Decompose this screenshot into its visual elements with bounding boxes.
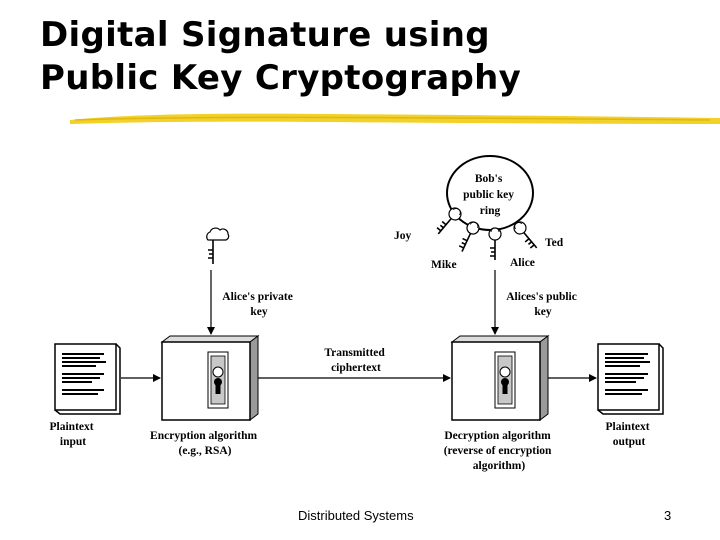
key-label-ted: Ted	[545, 237, 564, 249]
key-label-alice: Alice	[510, 257, 535, 269]
slide-title: Digital Signature using Public Key Crypt…	[40, 14, 521, 100]
plaintext-input-document	[54, 343, 121, 415]
lock-icon	[494, 351, 516, 409]
decryption-algorithm-box	[450, 335, 550, 421]
footer-course: Distributed Systems	[298, 508, 414, 523]
private-key-icon	[206, 227, 230, 264]
ciphertext-label: Transmitted ciphertext	[324, 347, 387, 374]
key-icon	[455, 219, 482, 255]
plaintext-input-label: Plaintext input	[50, 421, 97, 448]
key-label-mike: Mike	[431, 259, 457, 271]
plaintext-output-label: Plaintext output	[606, 421, 653, 448]
encryption-label: Encryption algorithm (e.g., RSA)	[150, 430, 260, 457]
title-line-2: Public Key Cryptography	[40, 58, 522, 98]
key-icon	[510, 218, 543, 253]
key-icon	[488, 227, 502, 261]
plaintext-output-document	[597, 343, 664, 415]
key-label-joy: Joy	[394, 230, 412, 242]
title-underline	[70, 113, 720, 124]
lock-icon	[207, 351, 229, 409]
encryption-algorithm-box	[160, 335, 260, 421]
key-icon	[432, 204, 465, 239]
page-number: 3	[664, 508, 672, 523]
title-line-1: Digital Signature using	[40, 15, 490, 55]
public-key-label: Alices's public key	[506, 291, 579, 318]
private-key-label: Alice's private key	[222, 291, 295, 318]
key-ring-label: Bob's public key ring	[463, 173, 517, 217]
decryption-label: Decryption algorithm (reverse of encrypt…	[444, 430, 555, 472]
